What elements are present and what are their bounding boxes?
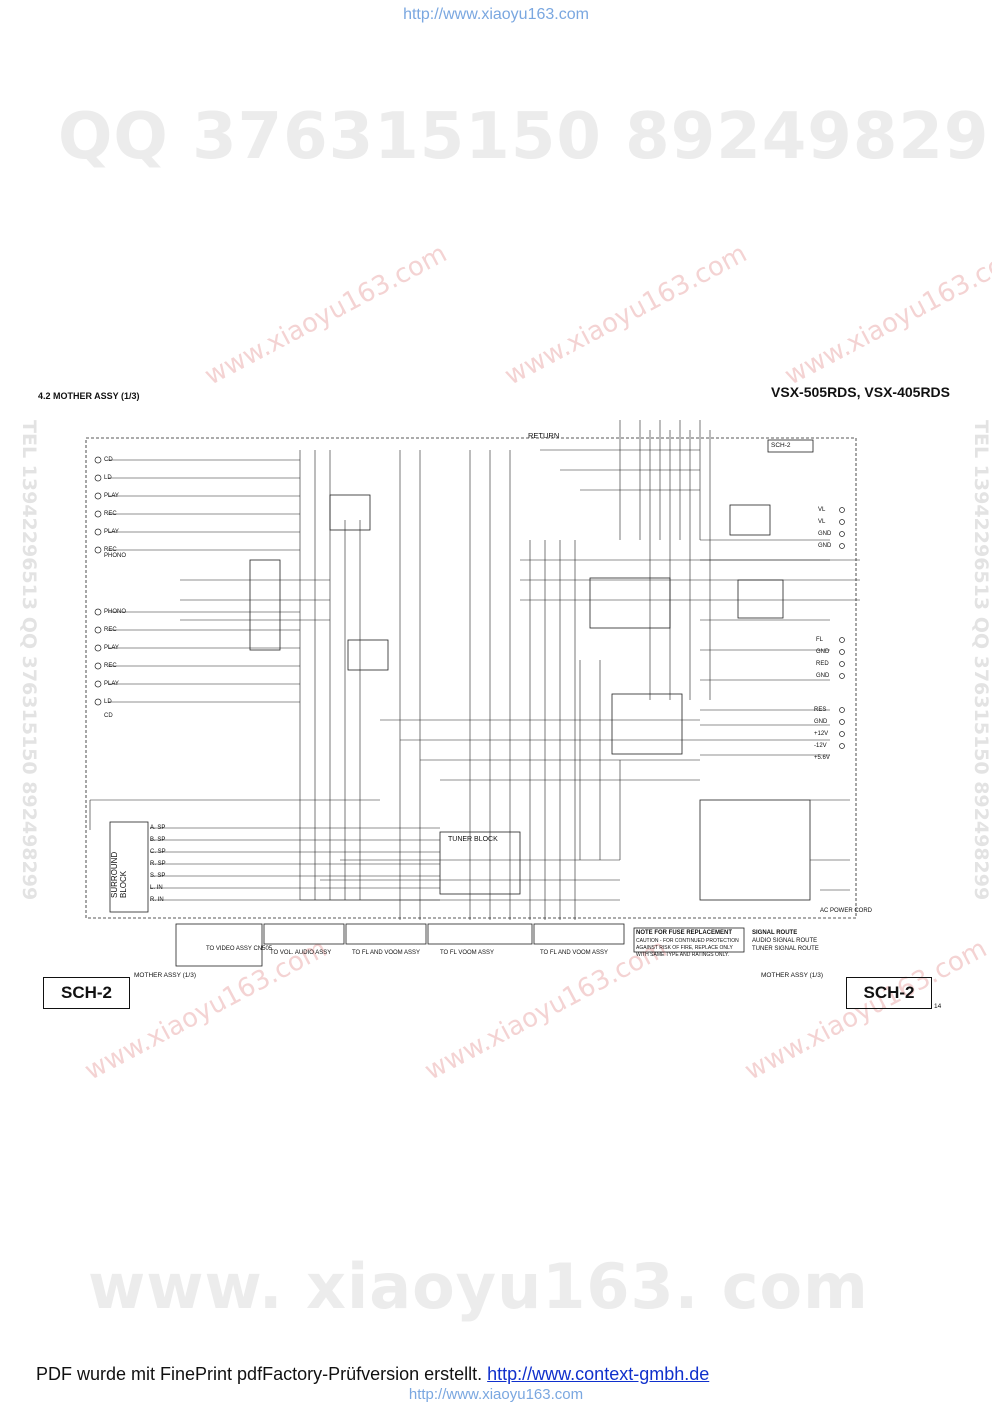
right-label-8: GND	[816, 673, 830, 679]
connector-label-fl-1: TO FL AND VOOM ASSY	[352, 950, 421, 956]
right-label-7: RED	[816, 661, 829, 667]
watermark-qq-top: QQ 376315150 892498299	[58, 100, 992, 174]
input-label-3: PLAY	[104, 493, 119, 499]
input-label-1: CD	[104, 457, 113, 463]
surround-pin-4: R. SP	[150, 861, 166, 867]
schematic-heading: 4.2 MOTHER ASSY (1/3)	[38, 391, 140, 401]
ic-block-1	[249, 559, 281, 651]
input-label-2: LD	[104, 475, 112, 481]
right-label-5: FL	[816, 637, 824, 643]
ic-block-4	[737, 579, 784, 619]
watermark-www-bottom: www. xiaoyu163. com	[88, 1250, 869, 1323]
tuner-block-box	[439, 831, 521, 895]
input-label-10: PLAY	[104, 645, 119, 651]
input-label-9: REC	[104, 627, 117, 633]
connector-label-fl-3: TO FL AND VOOM ASSY	[540, 950, 609, 956]
ic-block-5	[729, 504, 771, 536]
connector-label-vol: TO VOL. AUDIO ASSY	[270, 950, 332, 956]
top-url[interactable]: http://www.xiaoyu163.com	[403, 6, 589, 23]
input-label-13: LD	[104, 699, 112, 705]
ic-block-2	[329, 494, 371, 531]
input-label-5: PLAY	[104, 529, 119, 535]
page-number: 14	[934, 1003, 942, 1010]
connector-video	[175, 923, 263, 967]
caption-mother-assy-right: MOTHER ASSY (1/3)	[761, 972, 824, 979]
footer-link[interactable]: http://www.context-gmbh.de	[487, 1364, 710, 1384]
bottom-url[interactable]: http://www.xiaoyu163.com	[408, 1386, 584, 1403]
input-label-7: PHONO	[104, 553, 127, 559]
input-label-8: PHONO	[104, 609, 127, 615]
regulator-box	[611, 693, 683, 755]
connector-fl-3	[533, 923, 625, 945]
surround-pin-6: L. IN	[150, 885, 163, 891]
connector-vol	[263, 923, 345, 945]
right-label-1: VL	[818, 507, 826, 513]
signal-route-title: SIGNAL ROUTE	[752, 930, 798, 936]
sch-2-label-left: SCH-2	[43, 977, 130, 1009]
sch-tag-label: SCH-2	[771, 442, 791, 449]
connector-fl-2	[427, 923, 533, 945]
input-label-14: CD	[104, 713, 113, 719]
input-label-4: REC	[104, 511, 117, 517]
surround-pin-1: A. SP	[150, 825, 166, 831]
input-label-12: PLAY	[104, 681, 119, 687]
right-label-4: GND	[818, 543, 832, 549]
connector-label-fl-2: TO FL VOOM ASSY	[440, 950, 495, 956]
fuse-note-title: NOTE FOR FUSE REPLACEMENT	[636, 930, 733, 936]
surround-pin-3: C. SP	[150, 849, 166, 855]
right-label-6: GND	[816, 649, 830, 655]
right-label-12: -12V	[814, 743, 827, 749]
surround-block-label: SURROUND BLOCK	[110, 851, 128, 898]
signal-route-audio: AUDIO SIGNAL ROUTE	[752, 938, 818, 944]
connector-label-video: TO VIDEO ASSY CN505	[206, 946, 273, 952]
right-label-2: VL	[818, 519, 826, 525]
right-label-10: GND	[814, 719, 828, 725]
connector-fl-1	[345, 923, 427, 945]
relay-box	[589, 577, 671, 629]
footer-text: PDF wurde mit FinePrint pdfFactory-Prüfv…	[36, 1364, 488, 1384]
model-numbers: VSX-505RDS, VSX-405RDS	[771, 384, 950, 400]
caption-mother-assy-left: MOTHER ASSY (1/3)	[134, 972, 197, 979]
fuse-note-text: CAUTION - FOR CONTINUED PROTECTION AGAIN…	[636, 938, 739, 958]
mother-assy-outline	[85, 437, 857, 919]
sch-2-label-right: SCH-2	[846, 977, 932, 1009]
input-label-6: REC	[104, 547, 117, 553]
right-label-3: GND	[818, 531, 832, 537]
right-label-9: RES	[814, 707, 827, 713]
surround-pin-7: R. IN	[150, 897, 164, 903]
signal-route-tuner: TUNER SIGNAL ROUTE	[752, 946, 819, 952]
return-label: RETURN	[528, 431, 560, 440]
surround-block-box	[109, 821, 149, 913]
surround-pin-5: S. SP	[150, 873, 166, 879]
right-label-11: +12V	[814, 731, 829, 737]
power-supply-box	[699, 799, 811, 901]
tuner-block-label: TUNER BLOCK	[448, 836, 498, 843]
ac-power-cord-label: AC POWER CORD	[820, 908, 873, 914]
surround-pin-2: B. SP	[150, 837, 166, 843]
fuse-note-box	[633, 927, 745, 953]
pdf-footer: PDF wurde mit FinePrint pdfFactory-Prüfv…	[36, 1364, 709, 1385]
right-label-13: +5.6V	[814, 755, 830, 761]
sch-tag-box	[767, 439, 814, 453]
input-label-11: REC	[104, 663, 117, 669]
ic-block-3	[347, 639, 389, 671]
